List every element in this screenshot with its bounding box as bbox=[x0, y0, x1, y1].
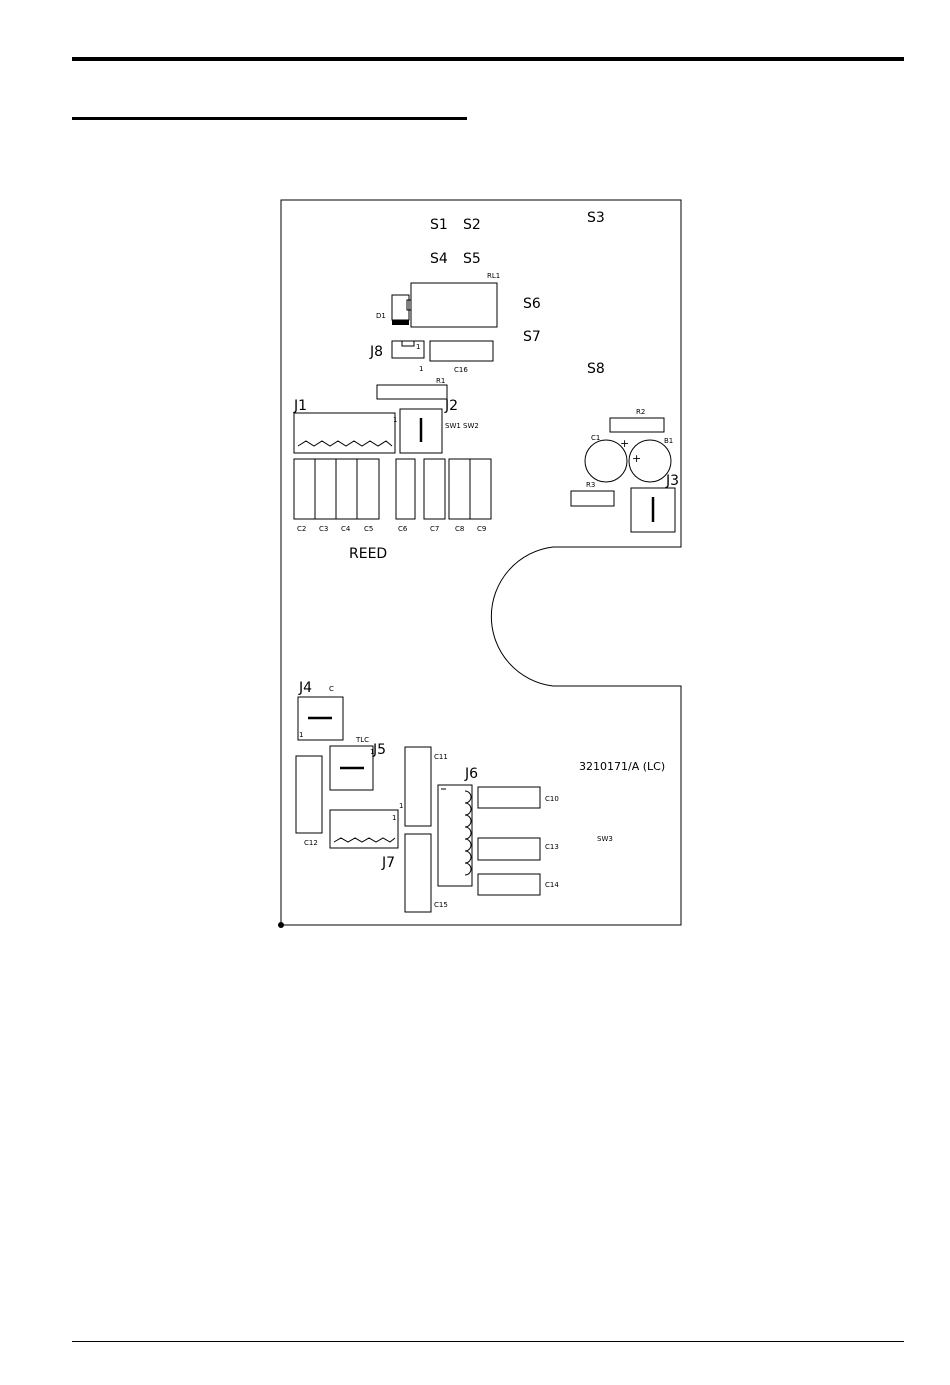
label-c2: C2 bbox=[297, 525, 306, 533]
diode-d1 bbox=[392, 295, 409, 320]
label-j3: J3 bbox=[665, 473, 679, 489]
resistor-r2 bbox=[610, 418, 664, 432]
label-b1: B1 bbox=[664, 437, 673, 445]
footer-rule bbox=[72, 1341, 904, 1342]
origin-marker bbox=[278, 922, 284, 928]
capacitor-c15 bbox=[405, 834, 431, 912]
label-rl1: RL1 bbox=[487, 272, 500, 280]
pad-s6: S6 bbox=[523, 296, 541, 312]
label-r3: R3 bbox=[586, 481, 595, 489]
c-mark: C bbox=[329, 685, 334, 693]
connector-j7 bbox=[330, 810, 398, 848]
pad-s7: S7 bbox=[523, 329, 541, 345]
relay-rl1 bbox=[411, 283, 497, 327]
label-c7: C7 bbox=[430, 525, 439, 533]
capacitor-c8 bbox=[449, 459, 470, 519]
label-j6: J6 bbox=[464, 766, 478, 782]
pin1-j8-below: 1 bbox=[419, 365, 423, 373]
capacitor-c12 bbox=[296, 756, 322, 833]
reed-label: REED bbox=[349, 546, 387, 562]
pad-s4: S4 bbox=[430, 251, 448, 267]
label-sw2: SW2 bbox=[463, 422, 479, 430]
label-j7: J7 bbox=[381, 855, 395, 871]
diode-d1-band bbox=[392, 320, 409, 325]
pad-s3: S3 bbox=[587, 210, 605, 226]
capacitor-c4 bbox=[336, 459, 357, 519]
label-r1: R1 bbox=[436, 377, 445, 385]
board-outline bbox=[281, 200, 681, 925]
part-number: 3210171/A (LC) bbox=[579, 760, 665, 773]
capacitor-c7 bbox=[424, 459, 445, 519]
label-c8: C8 bbox=[455, 525, 464, 533]
label-j5: J5 bbox=[372, 742, 386, 758]
pad-s1: S1 bbox=[430, 217, 448, 233]
plus-b1: + bbox=[632, 452, 641, 465]
label-c6: C6 bbox=[398, 525, 408, 533]
label-r2: R2 bbox=[636, 408, 645, 416]
resistor-r1 bbox=[377, 385, 447, 399]
capacitor-c9 bbox=[470, 459, 491, 519]
label-j2: J2 bbox=[444, 398, 458, 414]
pin1-j7-side: 1 bbox=[399, 802, 403, 810]
label-c10: C10 bbox=[545, 795, 559, 803]
tlc-label: TLC bbox=[355, 736, 369, 744]
pin1-j7: 1 bbox=[392, 814, 396, 822]
label-c16: C16 bbox=[454, 366, 468, 374]
resistor-r3 bbox=[571, 491, 614, 506]
label-j1: J1 bbox=[293, 398, 307, 414]
pad-s5: S5 bbox=[463, 251, 481, 267]
pin1-j8: 1 bbox=[416, 343, 420, 351]
label-j8: J8 bbox=[369, 344, 383, 360]
label-c12: C12 bbox=[304, 839, 318, 847]
label-c4: C4 bbox=[341, 525, 351, 533]
label-c5: C5 bbox=[364, 525, 373, 533]
plus-c1: + bbox=[620, 437, 629, 450]
capacitor-c14 bbox=[478, 874, 540, 895]
label-c1: C1 bbox=[591, 434, 600, 442]
capacitor-c10 bbox=[478, 787, 540, 808]
label-c9: C9 bbox=[477, 525, 486, 533]
capacitor-c16 bbox=[430, 341, 493, 361]
label-sw3: SW3 bbox=[597, 835, 613, 843]
capacitor-c6 bbox=[396, 459, 415, 519]
pin1-j4: 1 bbox=[299, 731, 303, 739]
label-c14: C14 bbox=[545, 881, 559, 889]
label-d1: D1 bbox=[376, 312, 386, 320]
capacitor-c13 bbox=[478, 838, 540, 860]
capacitor-c5 bbox=[357, 459, 379, 519]
capacitor-c11 bbox=[405, 747, 431, 826]
pad-s8: S8 bbox=[587, 361, 605, 377]
connector-j1 bbox=[294, 413, 395, 453]
connector-j6 bbox=[438, 785, 472, 886]
label-c3: C3 bbox=[319, 525, 328, 533]
capacitor-c2 bbox=[294, 459, 315, 519]
label-j4: J4 bbox=[298, 680, 312, 696]
capacitor-c3 bbox=[315, 459, 336, 519]
pad-s2: S2 bbox=[463, 217, 481, 233]
label-c11: C11 bbox=[434, 753, 448, 761]
label-sw1: SW1 bbox=[445, 422, 461, 430]
pin1-j1: 1 bbox=[393, 416, 397, 424]
label-c15: C15 bbox=[434, 901, 448, 909]
label-c13: C13 bbox=[545, 843, 559, 851]
